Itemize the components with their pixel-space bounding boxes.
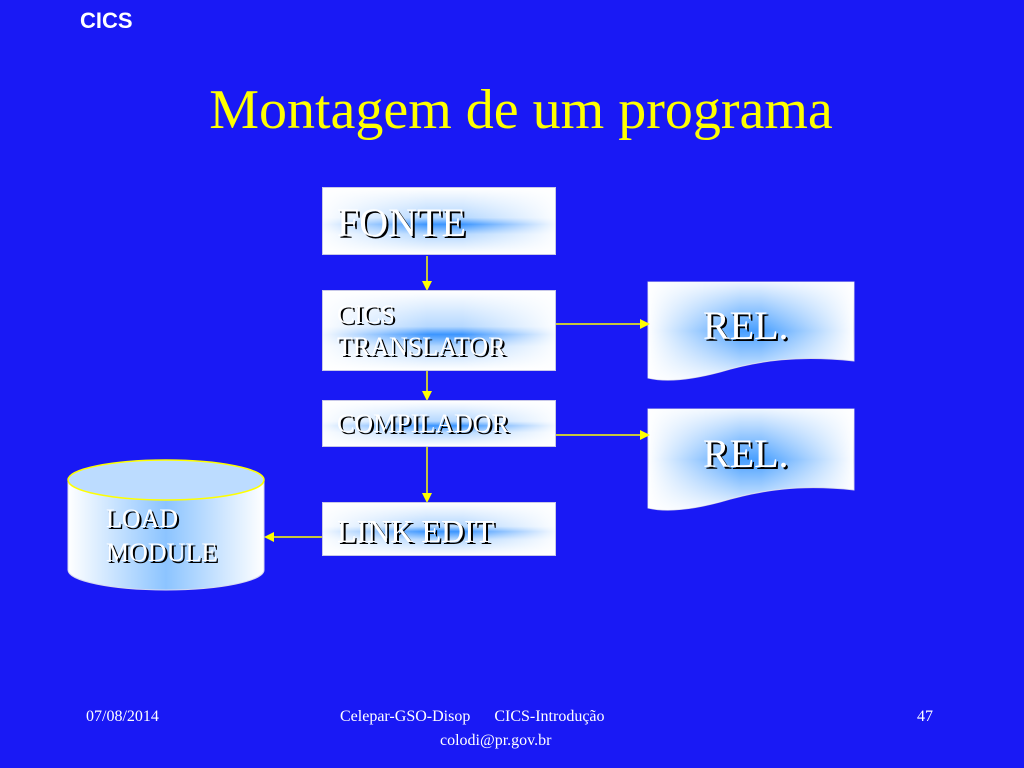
footer-center-line1: Celepar-GSO-Disop CICS-Introdução — [340, 708, 605, 725]
fonte-label: FONTE — [337, 200, 466, 245]
load-module-label-line2: MODULE — [106, 538, 218, 567]
footer-email: colodi@pr.gov.br — [440, 732, 552, 749]
link-edit-label: LINK EDIT — [337, 513, 495, 549]
corner-label: CICS — [80, 8, 133, 33]
cics-translator-box: CICS TRANSLATOR — [322, 290, 556, 371]
compilador-box: COMPILADOR — [322, 400, 556, 447]
rel-label-2: REL. — [703, 431, 789, 476]
translator-label-line1: CICS — [337, 300, 395, 329]
rel-document-2 — [647, 408, 855, 511]
rel-label-1: REL. — [703, 303, 789, 348]
load-module-cylinder — [67, 459, 265, 591]
fonte-box: FONTE — [322, 187, 556, 255]
link-edit-box: LINK EDIT — [322, 502, 556, 556]
rel-document-1 — [647, 281, 855, 381]
footer-page-number: 47 — [917, 708, 933, 725]
slide-title: Montagem de um programa — [209, 79, 833, 141]
translator-label-line2: TRANSLATOR — [337, 332, 506, 361]
footer-date: 07/08/2014 — [86, 708, 159, 725]
load-module-label-line1: LOAD — [106, 504, 179, 533]
compilador-label: COMPILADOR — [337, 409, 509, 438]
